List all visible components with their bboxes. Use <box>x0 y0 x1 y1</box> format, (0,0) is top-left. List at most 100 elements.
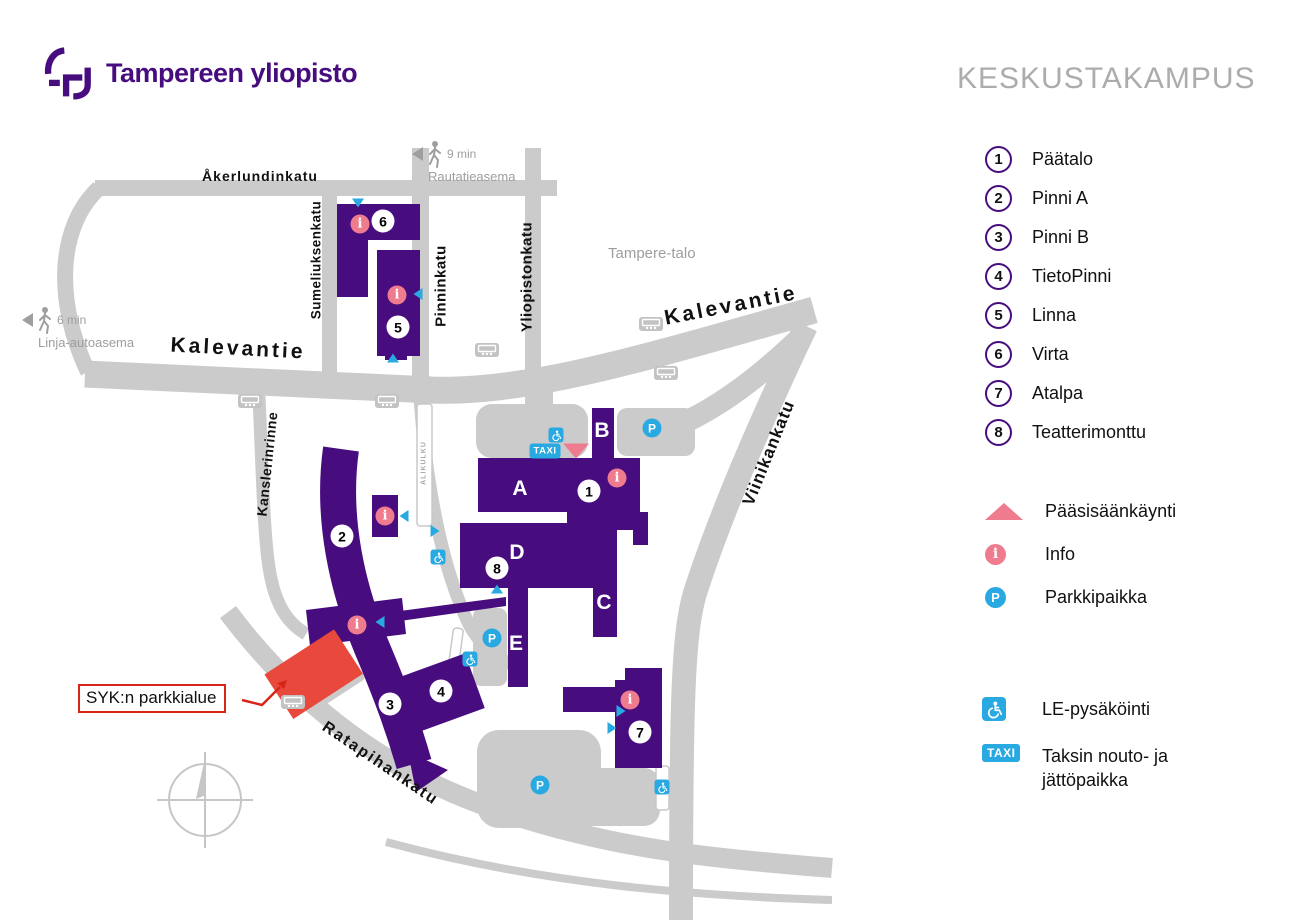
building-paatalo-b <box>592 408 614 462</box>
street-label: Yliopistonkatu <box>518 221 536 333</box>
building-pinni-a-b <box>320 446 432 769</box>
accessible-parking-icon <box>548 427 564 443</box>
page-title: KESKUSTAKAMPUS <box>957 62 1256 95</box>
wheelchair-icon <box>551 430 561 441</box>
syk-arrow <box>241 680 287 707</box>
legend-item-label: Pinni B <box>1032 227 1090 247</box>
tram-stop-icon <box>475 343 499 357</box>
walk-destination: Rautatieasema <box>428 169 516 184</box>
entrance-triangle-icon <box>985 502 1023 520</box>
info-icon: i <box>350 214 370 234</box>
parking-icon: P <box>985 586 1025 608</box>
tram-stop-icon <box>656 367 676 379</box>
info-icon: i <box>607 468 627 488</box>
street-label: Ratapihankatu <box>319 718 442 809</box>
street-label: Kalevantie <box>662 281 800 330</box>
legend-symbol-label: Pääsisäänkäynti <box>1045 500 1177 521</box>
tram-stop-icon <box>240 395 260 407</box>
legend-item-label: TietoPinni <box>1032 266 1112 286</box>
building-letter-c: C <box>596 591 612 614</box>
building-marker-7: 7 <box>628 720 652 744</box>
compass-needle <box>196 758 206 799</box>
legend-symbol-entrance-triangle: Pääsisäänkäynti <box>985 498 1176 524</box>
legend-item-pinni-a: 2 Pinni A <box>985 185 1146 212</box>
street-label: Åkerlundinkatu <box>202 168 318 184</box>
walk-minutes: 9 min <box>447 147 477 161</box>
entrance-icon <box>387 353 399 363</box>
entrance-icon <box>399 510 409 522</box>
accessible-parking-icon <box>462 651 478 667</box>
street-label: Kanslerinrinne <box>253 410 281 518</box>
wheelchair-icon <box>433 552 443 563</box>
legend-symbol-label: Parkkipaikka <box>1045 586 1148 607</box>
legend-number-badge: 8 <box>985 419 1012 446</box>
entrance-icon <box>616 705 626 717</box>
tram-stop-icon <box>477 344 497 356</box>
legend-item-label: Teatterimonttu <box>1032 422 1147 442</box>
entrance-icon <box>491 584 503 594</box>
building-letter-e: E <box>508 632 524 655</box>
building-marker-5: 5 <box>386 315 410 339</box>
tram-stop-icon <box>377 395 397 407</box>
accessible-parking-icon <box>654 779 670 795</box>
entrance-icon <box>430 525 440 537</box>
wheelchair-icon <box>982 697 1006 721</box>
legend-item-teatterimonttu: 8 Teatterimonttu <box>985 419 1146 446</box>
parking-icon: P <box>642 418 662 438</box>
taxi-badge: TAXI <box>982 744 1021 762</box>
university-logo: Tampereen yliopisto <box>40 44 358 102</box>
info-icon: i <box>347 615 367 635</box>
taxi-icon: TAXI <box>982 744 1030 762</box>
legend-number-badge: 6 <box>985 341 1012 368</box>
tram-stop-icon <box>639 317 663 331</box>
accessible-parking-icon <box>982 697 1022 721</box>
building-marker-2: 2 <box>330 524 354 548</box>
wheelchair-icon <box>465 654 475 665</box>
building-marker-1: 1 <box>577 479 601 503</box>
building-paatalo-e <box>508 588 528 687</box>
building-paatalo-c <box>593 588 617 637</box>
legend-item-label: Linna <box>1032 305 1077 325</box>
legend-item-label: Päätalo <box>1032 149 1094 169</box>
wheelchair-icon <box>987 701 1002 718</box>
building-bridge <box>400 597 506 621</box>
info-icon: i <box>985 543 1006 565</box>
building-marker-6: 6 <box>371 209 395 233</box>
info-icon: i <box>620 690 640 710</box>
info-icon: i <box>387 285 407 305</box>
street-label: ALIKULKU <box>420 441 428 485</box>
pedestrian-icon <box>429 141 441 168</box>
walk-route-linja-autoasema: 6 min Linja-autoasema <box>22 306 134 350</box>
syk-parking-label: SYK:n parkkialue <box>78 684 227 713</box>
university-logo-icon <box>44 47 91 100</box>
wheelchair-icon <box>657 782 667 793</box>
accessible-parking-icon <box>430 549 446 565</box>
info-icon: i <box>375 506 395 526</box>
legend-item-label: Pinni A <box>1032 188 1089 208</box>
building-letter-a: A <box>512 477 528 500</box>
legend-symbol-label: LE-pysäköinti <box>1042 698 1151 719</box>
legend-number-badge: 2 <box>985 185 1012 212</box>
taxi-stand-badge: TAXI <box>529 443 561 459</box>
parking-icon: P <box>530 775 550 795</box>
legend-symbol-accessible-parking: LE-pysäköinti <box>982 696 1168 722</box>
building-marker-3: 3 <box>378 692 402 716</box>
area-label: Tampere-talo <box>608 245 696 262</box>
tram-stop-icon <box>281 695 305 709</box>
main-entrance-icon <box>563 443 589 459</box>
walk-minutes: 6 min <box>57 313 87 327</box>
tram-stop-icon <box>654 366 678 380</box>
legend-number-badge: 5 <box>985 302 1012 329</box>
building-letter-d: D <box>509 541 525 564</box>
entrance-icon <box>352 198 364 208</box>
info-icon: i <box>985 543 1025 565</box>
